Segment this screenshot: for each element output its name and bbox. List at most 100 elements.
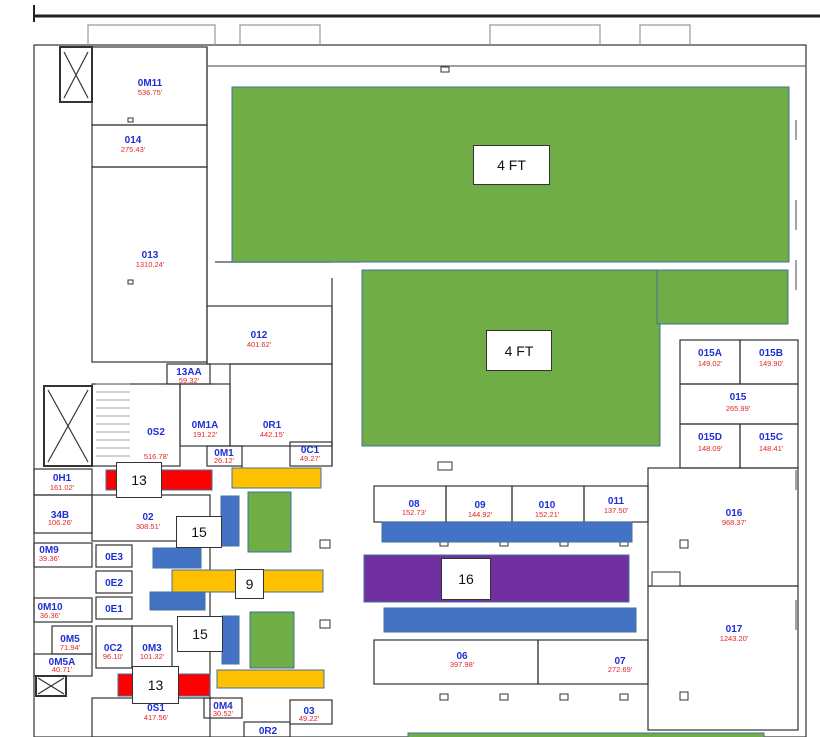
room-area: 36.36' bbox=[40, 611, 61, 620]
room-area: 161.02' bbox=[50, 483, 75, 492]
room-area: 308.51' bbox=[136, 522, 161, 531]
elevator-top-x bbox=[63, 51, 89, 99]
room-07-outline bbox=[537, 639, 649, 685]
room-area: 265.99' bbox=[726, 404, 751, 413]
overlay-blue bbox=[381, 521, 633, 543]
room-label: 0E2 bbox=[105, 578, 123, 589]
room-area: 59.32' bbox=[179, 376, 200, 385]
fixture bbox=[319, 619, 331, 629]
room-label: 017 bbox=[726, 624, 743, 635]
room-label: 015A bbox=[698, 348, 722, 359]
fixture bbox=[437, 461, 453, 471]
room-area: 152.21' bbox=[535, 510, 560, 519]
overlay-green bbox=[247, 491, 292, 553]
room-area: 401.62' bbox=[247, 340, 272, 349]
room-area: 96.10' bbox=[103, 652, 124, 661]
room-label: 08 bbox=[408, 499, 420, 510]
room-0m1-outline bbox=[206, 445, 243, 467]
room-area: 516.78' bbox=[144, 452, 169, 461]
tag-15-top: 15 bbox=[176, 516, 222, 548]
room-label: 03 bbox=[303, 706, 315, 717]
overlay-blue bbox=[152, 547, 202, 569]
room-012-outline bbox=[206, 305, 333, 365]
room-label: 34B bbox=[51, 510, 69, 521]
room-label: 0M5 bbox=[60, 634, 80, 645]
fixture bbox=[679, 539, 689, 549]
overlay-blue bbox=[149, 591, 206, 611]
room-area: 149.90' bbox=[759, 359, 784, 368]
room-label: 0M1A bbox=[192, 420, 219, 431]
tag-15-bottom: 15 bbox=[177, 616, 223, 652]
room-area: 191.22' bbox=[193, 430, 218, 439]
room-label: 13AA bbox=[176, 367, 202, 378]
fixture bbox=[619, 693, 629, 701]
room-area: 49.27' bbox=[300, 454, 321, 463]
building-outline bbox=[33, 44, 807, 737]
room-label: 0C2 bbox=[104, 643, 123, 654]
fixture bbox=[319, 539, 331, 549]
fixture bbox=[440, 66, 450, 73]
stair-left bbox=[43, 385, 93, 467]
room-label-group: 0E1 bbox=[105, 604, 123, 615]
room-label: 015 bbox=[730, 392, 747, 403]
fixture bbox=[679, 691, 689, 701]
room-label: 0M3 bbox=[142, 643, 162, 654]
room-label: 06 bbox=[456, 651, 468, 662]
room-label-group: 0E3 bbox=[105, 552, 123, 563]
room-area: 106.26' bbox=[48, 518, 73, 527]
room-area: 1310.24' bbox=[136, 260, 165, 269]
room-label: 0E1 bbox=[105, 604, 123, 615]
overlay-blue bbox=[220, 495, 240, 547]
overlay-blue bbox=[221, 615, 240, 665]
fixture bbox=[651, 571, 681, 587]
room-label: 010 bbox=[539, 500, 556, 511]
room-area: 1243.20' bbox=[720, 634, 749, 643]
room-area: 144.92' bbox=[468, 510, 493, 519]
walls bbox=[33, 24, 807, 737]
room-area: 71.94' bbox=[60, 643, 81, 652]
overlay-green bbox=[249, 611, 295, 669]
fixture bbox=[499, 693, 509, 701]
tag-9: 9 bbox=[235, 569, 264, 599]
overlay-yellow bbox=[231, 467, 322, 489]
elevator-bottom-x bbox=[37, 677, 65, 695]
room-label: 013 bbox=[142, 250, 159, 261]
fixture bbox=[127, 279, 134, 285]
room-0e1-outline bbox=[95, 596, 133, 620]
room-017-outline bbox=[647, 585, 799, 731]
room-0m10-outline bbox=[33, 597, 93, 623]
room-label: 07 bbox=[614, 656, 626, 667]
stair-left-x bbox=[47, 389, 89, 463]
room-label: 0R1 bbox=[263, 420, 282, 431]
tag-16: 16 bbox=[441, 558, 491, 600]
room-label-group: 0R2 bbox=[259, 726, 278, 737]
tag-13-top: 13 bbox=[116, 462, 162, 498]
room-label: 011 bbox=[608, 496, 625, 507]
overlay-yellow bbox=[216, 669, 325, 689]
overlay-purple bbox=[363, 554, 630, 603]
room-0e3-outline bbox=[95, 544, 133, 568]
